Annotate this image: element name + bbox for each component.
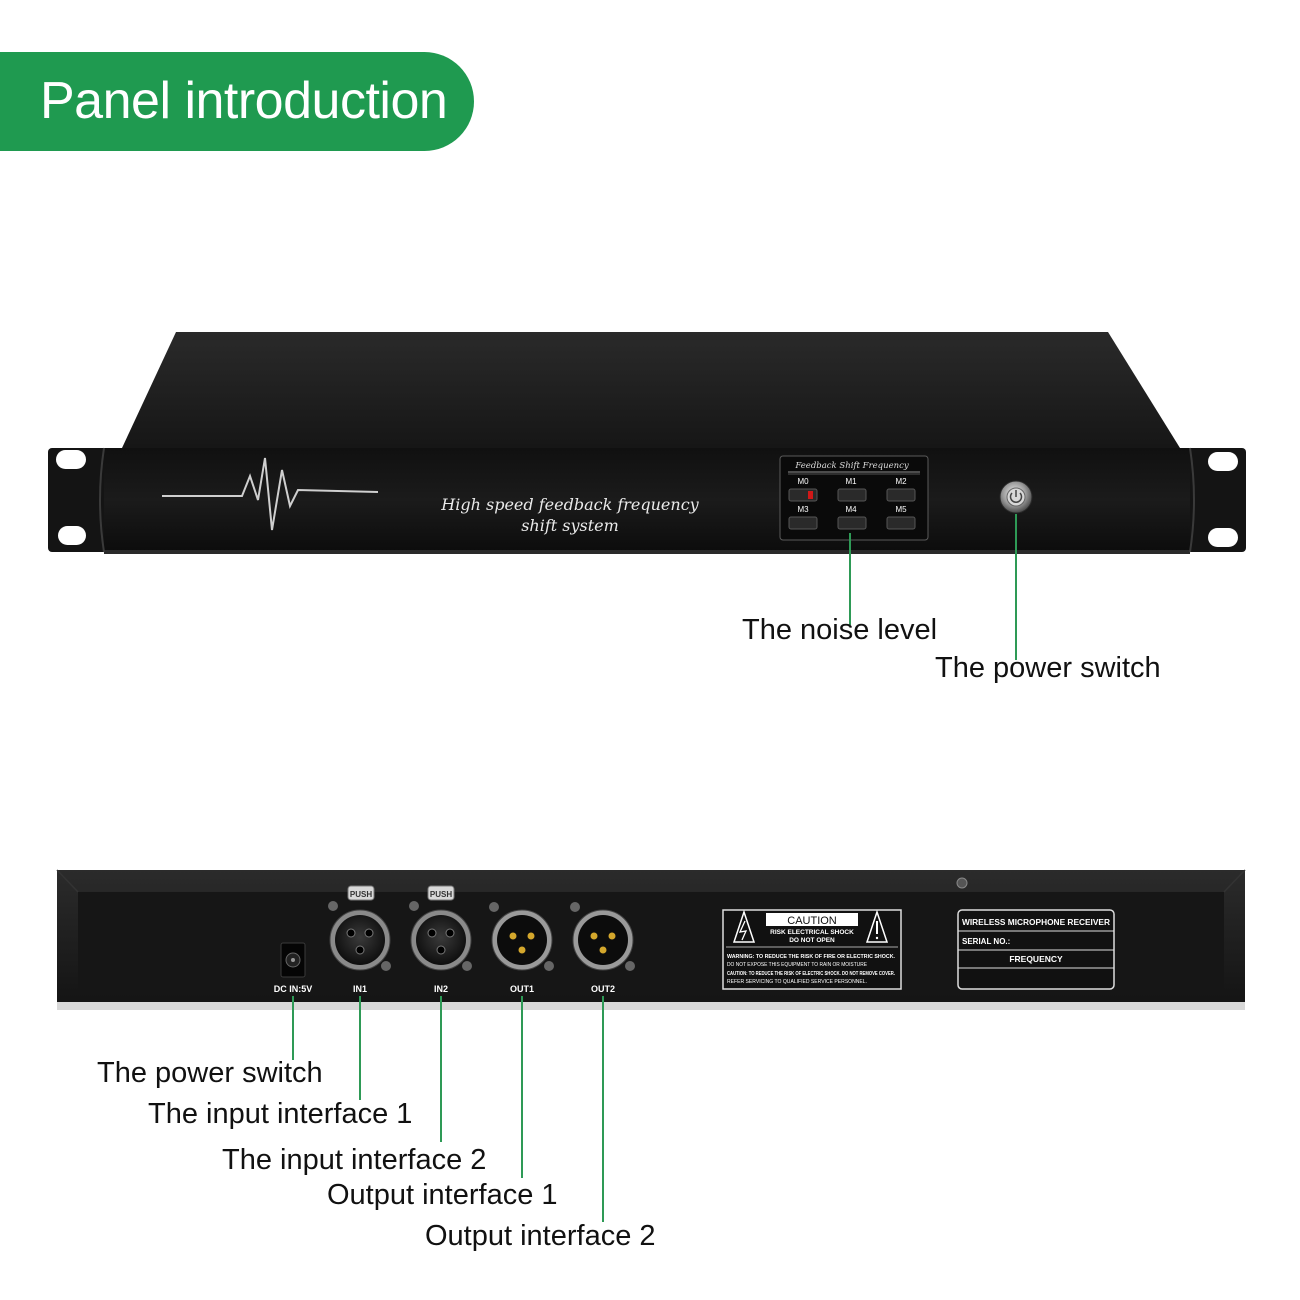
dc-jack[interactable] bbox=[280, 942, 306, 978]
screw-icon bbox=[544, 961, 554, 971]
brand-text-line2: shift system bbox=[521, 516, 619, 535]
preset-label-m2: M2 bbox=[895, 477, 907, 486]
preset-button-m2[interactable] bbox=[886, 488, 916, 502]
port-label-in2: IN2 bbox=[434, 984, 448, 994]
caution-line4: REFER SERVICING TO QUALIFIED SERVICE PER… bbox=[727, 979, 867, 985]
push-label-in1: PUSH bbox=[350, 890, 372, 899]
serial-label: SERIAL NO.: bbox=[962, 937, 1010, 946]
preset-button-m1[interactable] bbox=[837, 488, 867, 502]
info-label: WIRELESS MICROPHONE RECEIVER SERIAL NO.:… bbox=[957, 909, 1115, 990]
preset-label-m0: M0 bbox=[797, 477, 809, 486]
port-label-dc: DC IN:5V bbox=[274, 984, 313, 994]
power-switch-front[interactable] bbox=[999, 480, 1033, 514]
callout-output-1: Output interface 1 bbox=[327, 1179, 558, 1211]
power-icon bbox=[1009, 492, 1023, 504]
front-unit: High speed feedback frequency shift syst… bbox=[48, 332, 1246, 554]
caution-sub1: RISK ELECTRICAL SHOCK bbox=[770, 929, 854, 936]
screw-icon bbox=[489, 902, 499, 912]
caution-sub2: DO NOT OPEN bbox=[789, 937, 835, 944]
frequency-label: FREQUENCY bbox=[1009, 954, 1063, 964]
port-label-out1: OUT1 bbox=[510, 984, 534, 994]
callout-input-2: The input interface 2 bbox=[222, 1144, 487, 1176]
screw-icon bbox=[328, 901, 338, 911]
warning-triangle-icon bbox=[865, 909, 889, 943]
preset-label-m3: M3 bbox=[797, 505, 809, 514]
page-title: Panel introduction bbox=[40, 72, 448, 130]
leader-line-power-rear bbox=[292, 996, 294, 1060]
xlr-female-in1[interactable] bbox=[328, 885, 391, 971]
rack-hole bbox=[1208, 452, 1238, 471]
callout-power-switch-rear: The power switch bbox=[97, 1057, 323, 1089]
screw-icon bbox=[625, 961, 635, 971]
leader-line-power-front bbox=[1015, 514, 1017, 660]
port-label-in1: IN1 bbox=[353, 984, 367, 994]
brand-text-line1: High speed feedback frequency bbox=[440, 495, 699, 514]
preset-label-m4: M4 bbox=[845, 505, 857, 514]
push-label-in2: PUSH bbox=[430, 890, 452, 899]
rear-unit: PUSH PUSH bbox=[56, 869, 1246, 1010]
caution-title: CAUTION bbox=[787, 915, 837, 927]
preset-button-m5[interactable] bbox=[886, 516, 916, 530]
preset-button-m4[interactable] bbox=[837, 516, 867, 530]
leader-line-noise bbox=[849, 533, 851, 625]
screw-icon bbox=[381, 961, 391, 971]
preset-panel-title: Feedback Shift Frequency bbox=[794, 461, 909, 471]
rack-hole bbox=[56, 450, 86, 469]
port-label-out2: OUT2 bbox=[591, 984, 615, 994]
leader-line-input1 bbox=[359, 996, 361, 1100]
leader-line-output2 bbox=[602, 996, 604, 1222]
xlr-male-out2[interactable] bbox=[570, 902, 635, 971]
screw-icon bbox=[956, 877, 968, 889]
preset-button-m3[interactable] bbox=[788, 516, 818, 530]
info-title: WIRELESS MICROPHONE RECEIVER bbox=[962, 918, 1110, 927]
callout-noise-level: The noise level bbox=[742, 614, 938, 646]
callout-input-1: The input interface 1 bbox=[148, 1098, 413, 1130]
preset-label-m5: M5 bbox=[895, 505, 907, 514]
xlr-female-in2[interactable] bbox=[409, 885, 472, 971]
screw-icon bbox=[462, 961, 472, 971]
waveform-logo-icon bbox=[162, 457, 379, 531]
callout-output-2: Output interface 2 bbox=[425, 1220, 656, 1252]
leader-line-input2 bbox=[440, 996, 442, 1142]
preset-label-m1: M1 bbox=[845, 477, 857, 486]
caution-line1: WARNING: TO REDUCE THE RISK OF FIRE OR E… bbox=[727, 954, 896, 960]
screw-icon bbox=[409, 901, 419, 911]
header-banner bbox=[0, 52, 474, 151]
callout-power-switch-front: The power switch bbox=[935, 652, 1161, 684]
caution-label: CAUTION RISK ELECTRICAL SHOCK DO NOT OPE… bbox=[722, 909, 902, 990]
preset-panel: Feedback Shift Frequency M0 M1 M2 M3 M4 … bbox=[779, 455, 929, 541]
screw-icon bbox=[570, 902, 580, 912]
rack-hole bbox=[1208, 528, 1238, 547]
leader-line-output1 bbox=[521, 996, 523, 1178]
caution-line2: DO NOT EXPOSE THIS EQUIPMENT TO RAIN OR … bbox=[727, 962, 868, 968]
active-led-icon bbox=[808, 491, 813, 499]
electric-hazard-icon bbox=[732, 909, 756, 943]
xlr-male-out1[interactable] bbox=[489, 902, 554, 971]
caution-line3: CAUTION: TO REDUCE THE RISK OF ELECTRIC … bbox=[727, 971, 895, 977]
rack-hole bbox=[58, 526, 86, 545]
